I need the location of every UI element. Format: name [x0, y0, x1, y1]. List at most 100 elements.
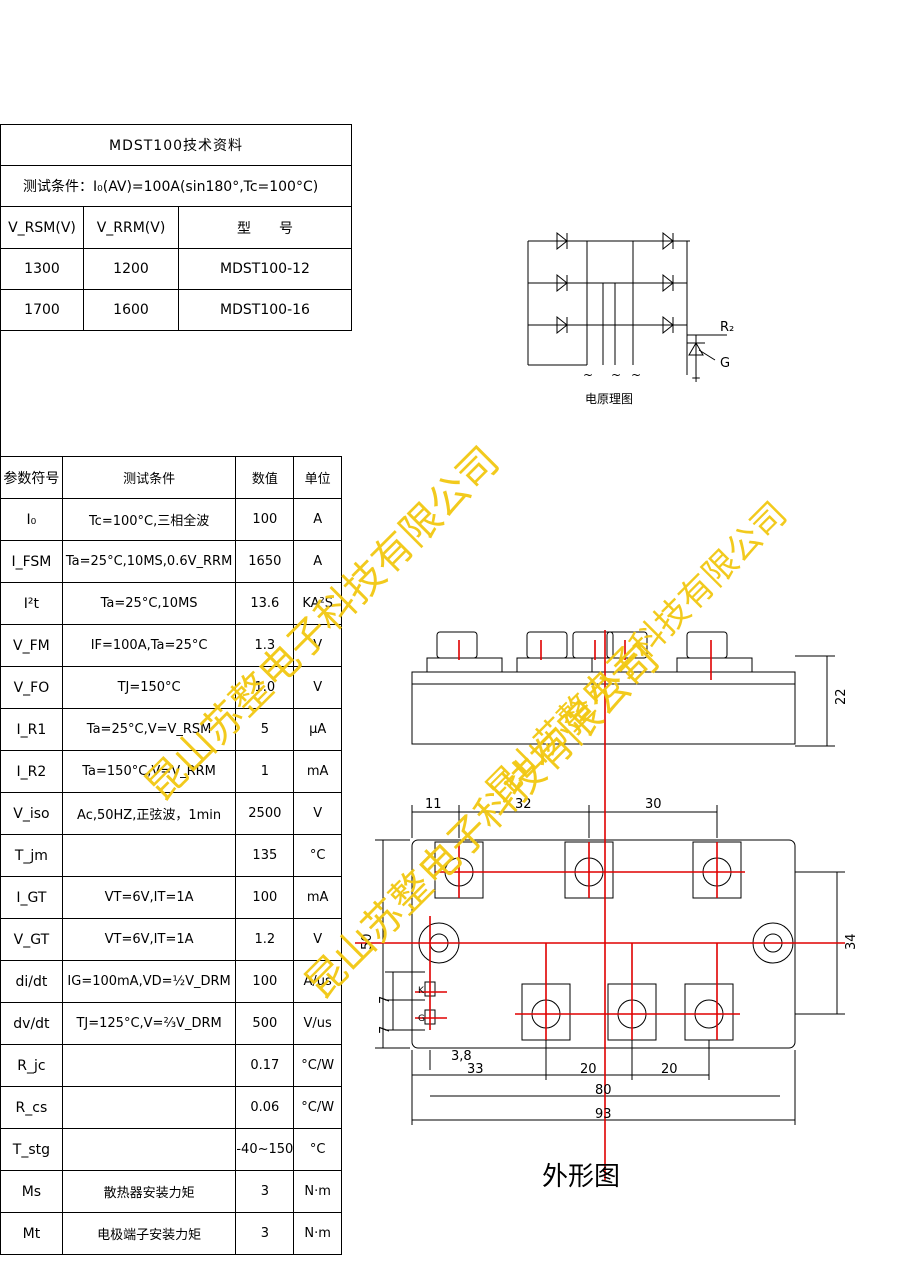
param-condition: TJ=150°C — [61, 666, 237, 709]
param-value: 100 — [235, 960, 295, 1003]
param-unit: V — [293, 792, 342, 835]
param-symbol: T_jm — [0, 834, 63, 877]
param-unit: V — [293, 666, 342, 709]
model-cell: MDST100-12 — [178, 248, 352, 290]
header-condition: 测试条件 — [61, 456, 237, 499]
param-value: 2500 — [235, 792, 295, 835]
param-value: 0.06 — [235, 1086, 295, 1129]
dim-11: 11 — [425, 797, 442, 812]
diode-icons — [556, 231, 716, 361]
left-border — [0, 330, 1, 456]
param-symbol: T_stg — [0, 1128, 63, 1171]
dim-93: 93 — [595, 1107, 612, 1122]
param-value: 1 — [235, 750, 295, 793]
param-symbol: I_R1 — [0, 708, 63, 751]
circuit-caption: 电原理图 — [585, 392, 633, 406]
red-marks — [355, 630, 845, 1180]
param-value: 1.2 — [235, 918, 295, 961]
dim-30: 30 — [645, 797, 662, 812]
param-symbol: V_FM — [0, 624, 63, 667]
test-condition: 测试条件：I₀(AV)=100A(sin180°,Tc=100°C) — [0, 165, 352, 207]
param-symbol: I₀ — [0, 498, 63, 541]
param-symbol: I²t — [0, 582, 63, 625]
param-symbol: R_cs — [0, 1086, 63, 1129]
param-unit: °C — [293, 1128, 342, 1171]
header-model: 型 号 — [178, 206, 352, 249]
param-unit: mA — [293, 876, 342, 919]
param-condition — [61, 1044, 237, 1087]
param-symbol: I_R2 — [0, 750, 63, 793]
param-symbol: di/dt — [0, 960, 63, 1003]
dim-3-8: 3,8 — [451, 1049, 472, 1064]
vrsm-cell: 1700 — [0, 289, 84, 331]
header-vrsm: V_RSM(V) — [0, 206, 84, 249]
param-value: 1.3 — [235, 624, 295, 667]
param-condition — [61, 834, 237, 877]
param-symbol: I_GT — [0, 876, 63, 919]
label-r2: R₂ — [720, 320, 734, 335]
header-symbol: 参数符号 — [0, 456, 63, 499]
param-value: -40~150 — [235, 1128, 295, 1171]
param-condition: TJ=125°C,V=⅔V_DRM — [61, 1002, 237, 1045]
header-unit: 单位 — [293, 456, 342, 499]
param-condition: Ta=25°C,10MS — [61, 582, 237, 625]
param-unit: mA — [293, 750, 342, 793]
param-condition — [61, 1128, 237, 1171]
param-unit: A/us — [293, 960, 342, 1003]
param-value: 13.6 — [235, 582, 295, 625]
top-view-body — [411, 839, 796, 1049]
param-row: T_stg -40~150°C — [0, 1128, 342, 1171]
param-unit: N·m — [293, 1170, 342, 1213]
page-title: MDST100技术资料 — [0, 124, 352, 166]
param-condition: IG=100mA,VD=½V_DRM — [61, 960, 237, 1003]
model-cell: MDST100-16 — [178, 289, 352, 331]
outline-drawing: 22 11 32 30 50 34 7 7 3,8 33 20 20 80 93… — [355, 630, 859, 1192]
param-value: 500 — [235, 1002, 295, 1045]
dim-7a: 7 — [378, 996, 393, 1004]
param-value: 1650 — [235, 540, 295, 583]
label-ac1: ~ — [583, 368, 593, 382]
param-unit: V/us — [293, 1002, 342, 1045]
param-symbol: V_FO — [0, 666, 63, 709]
param-unit: A — [293, 540, 342, 583]
dim-80: 80 — [595, 1083, 612, 1098]
param-condition: Ac,50HZ,正弦波，1min — [61, 792, 237, 835]
param-condition: IF=100A,Ta=25°C — [61, 624, 237, 667]
param-value: 5 — [235, 708, 295, 751]
param-condition: 散热器安装力矩 — [61, 1170, 237, 1213]
param-symbol: dv/dt — [0, 1002, 63, 1045]
param-unit: μA — [293, 708, 342, 751]
dim-20b: 20 — [661, 1062, 678, 1077]
param-condition: VT=6V,IT=1A — [61, 876, 237, 919]
param-condition: Ta=25°C,10MS,0.6V_RRM — [61, 540, 237, 583]
param-value: 0.17 — [235, 1044, 295, 1087]
param-unit: N·m — [293, 1212, 342, 1255]
param-symbol: Mt — [0, 1212, 63, 1255]
param-value: 1.0 — [235, 666, 295, 709]
label-g: G — [720, 356, 730, 371]
vrrm-cell: 1200 — [83, 248, 179, 290]
param-symbol: Ms — [0, 1170, 63, 1213]
param-condition: 电极端子安装力矩 — [61, 1212, 237, 1255]
param-unit: KA²S — [293, 582, 342, 625]
label-ac3: ~ — [631, 368, 641, 382]
param-condition: Ta=150°C,V=V_RRM — [61, 750, 237, 793]
param-condition: VT=6V,IT=1A — [61, 918, 237, 961]
param-symbol: I_FSM — [0, 540, 63, 583]
vrrm-cell: 1600 — [83, 289, 179, 331]
param-value: 3 — [235, 1212, 295, 1255]
